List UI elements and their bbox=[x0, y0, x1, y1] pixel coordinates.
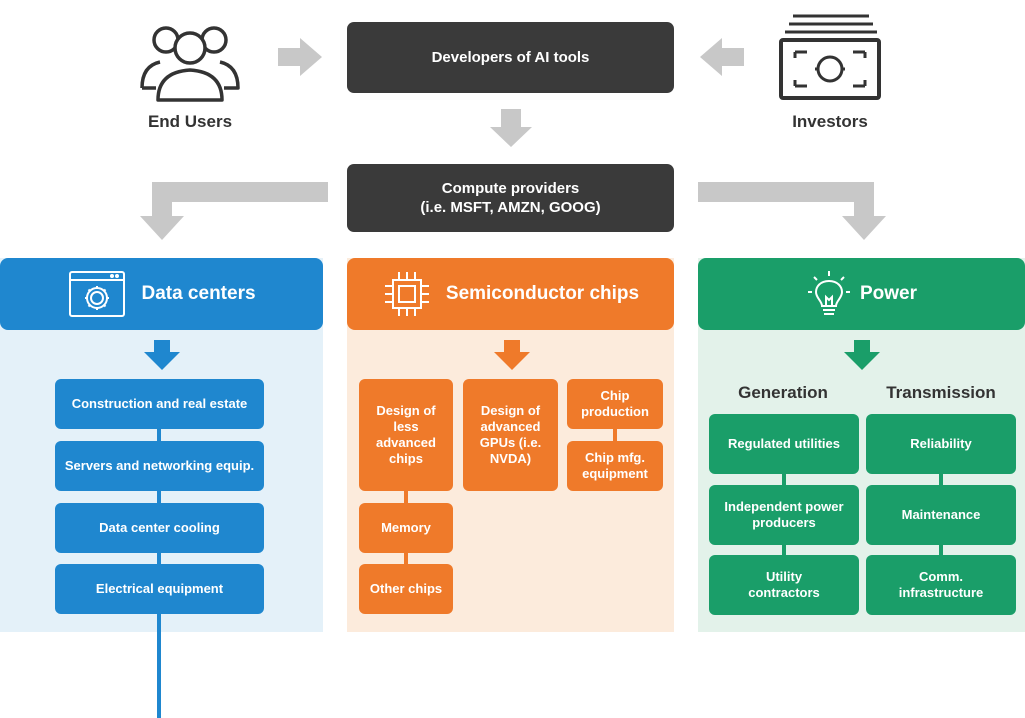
power-header: Power bbox=[698, 258, 1025, 330]
compute-providers-title: Compute providers bbox=[441, 180, 580, 197]
other-chips-box: Other chips bbox=[359, 564, 453, 614]
comm-infrastructure-box: Comm. infrastructure bbox=[866, 555, 1016, 615]
construction-box: Construction and real estate bbox=[55, 379, 264, 429]
cooling-box: Data center cooling bbox=[55, 503, 264, 553]
arrow-down-icon bbox=[494, 340, 530, 375]
elbow-arrow-right-icon bbox=[698, 182, 888, 247]
electrical-box: Electrical equipment bbox=[55, 564, 264, 614]
arrow-down-icon bbox=[490, 109, 532, 152]
lightbulb-icon bbox=[806, 269, 852, 319]
maintenance-box: Maintenance bbox=[866, 485, 1016, 545]
power-panel: Power Generation Transmission Regulated … bbox=[698, 258, 1025, 632]
utility-contractors-box: Utility contractors bbox=[709, 555, 859, 615]
developers-box: Developers of AI tools bbox=[347, 22, 674, 93]
arrow-down-icon bbox=[844, 340, 880, 375]
arrow-left-icon bbox=[700, 38, 744, 81]
end-users-label: End Users bbox=[147, 112, 233, 131]
servers-box: Servers and networking equip. bbox=[55, 441, 264, 491]
chip-mfg-equipment-box: Chip mfg. equipment bbox=[567, 441, 663, 491]
semiconductor-header: Semiconductor chips bbox=[347, 258, 674, 330]
reliability-box: Reliability bbox=[866, 414, 1016, 474]
regulated-utilities-box: Regulated utilities bbox=[709, 414, 859, 474]
data-centers-title: Data centers bbox=[141, 283, 256, 304]
less-advanced-chips-box: Design of less advanced chips bbox=[359, 379, 453, 491]
data-centers-header: Data centers bbox=[0, 258, 323, 330]
chip-icon bbox=[382, 269, 432, 319]
end-users-icon bbox=[128, 14, 252, 104]
compute-providers-examples: (i.e. MSFT, AMZN, GOOG) bbox=[420, 199, 601, 216]
compute-providers-box: Compute providers (i.e. MSFT, AMZN, GOOG… bbox=[347, 164, 674, 232]
elbow-arrow-left-icon bbox=[138, 182, 328, 247]
transmission-label: Transmission bbox=[886, 383, 996, 402]
gear-window-icon bbox=[67, 269, 127, 319]
memory-box: Memory bbox=[359, 503, 453, 553]
power-title: Power bbox=[859, 283, 918, 304]
chip-production-box: Chip production bbox=[567, 379, 663, 429]
semiconductor-panel: Semiconductor chips Design of less advan… bbox=[347, 258, 674, 632]
semiconductor-title: Semiconductor chips bbox=[445, 283, 640, 304]
data-centers-panel: Data centers Construction and real estat… bbox=[0, 258, 323, 718]
money-icon bbox=[773, 10, 883, 106]
arrow-down-icon bbox=[144, 340, 180, 375]
arrow-right-icon bbox=[278, 38, 322, 81]
advanced-gpus-box: Design of advanced GPUs (i.e. NVDA) bbox=[463, 379, 558, 491]
investors-label: Investors bbox=[792, 112, 868, 131]
generation-label: Generation bbox=[738, 383, 828, 402]
ipp-box: Independent power producers bbox=[709, 485, 859, 545]
